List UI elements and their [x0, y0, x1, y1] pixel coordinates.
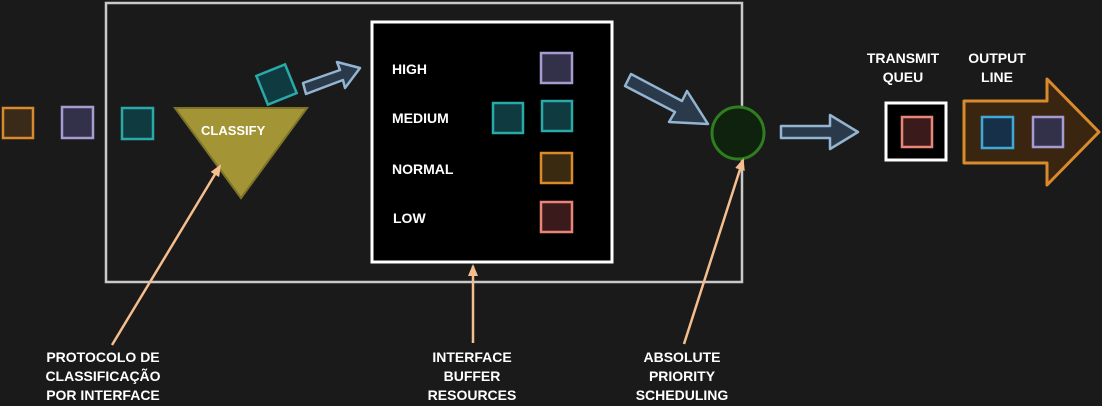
transmit-queue-box	[884, 101, 948, 162]
output-line-arrow	[962, 77, 1101, 187]
flow-arrow-to-transmit	[779, 113, 860, 151]
classifier-triangle	[173, 107, 309, 200]
output-packet-purple	[1031, 115, 1065, 149]
queue-medium-packet-2	[540, 99, 574, 133]
transmit-packet-red	[900, 115, 934, 149]
flow-arrow-to-scheduler	[623, 72, 710, 126]
incoming-packet-teal	[120, 106, 155, 141]
incoming-packet-orange	[1, 106, 35, 140]
classified-packet-teal	[254, 62, 299, 107]
queue-normal-packet	[539, 151, 574, 185]
queue-low-packet	[539, 200, 574, 234]
queue-high-packet	[539, 51, 574, 85]
pointer-to-classifier	[110, 164, 222, 346]
pointer-to-scheduler	[682, 158, 745, 345]
queue-medium-packet-1	[491, 101, 525, 135]
incoming-packet-purple	[60, 105, 95, 140]
flow-arrow-to-buffer	[301, 60, 362, 96]
buffer-box	[370, 20, 614, 264]
output-packet-blue	[980, 115, 1015, 150]
scheduler-node	[710, 105, 766, 161]
